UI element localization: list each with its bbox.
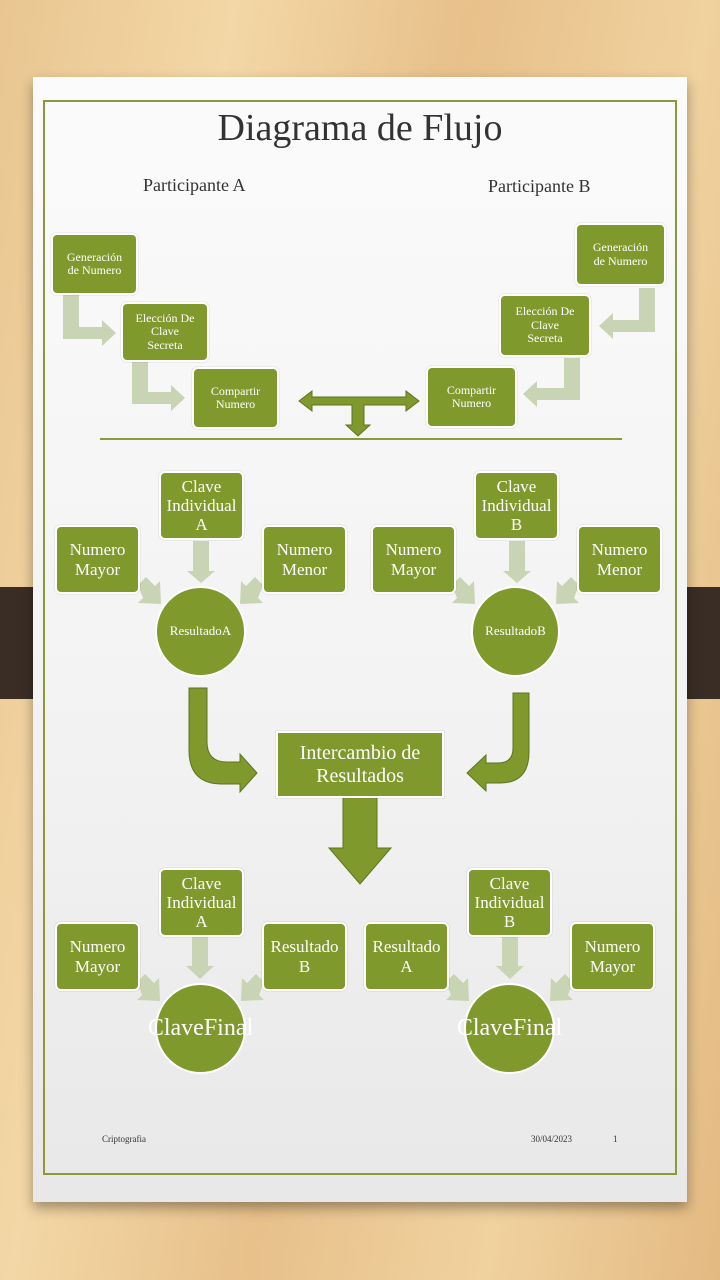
participant-a-label: Participante A	[143, 175, 246, 195]
elbow-arrow-elec-to-comp-a	[132, 362, 185, 411]
page-title: Diagrama de Flujo	[217, 107, 503, 149]
section-divider	[100, 438, 622, 440]
arrow-clave-to-final-b	[496, 936, 524, 979]
down-arrow-exchange	[327, 795, 393, 885]
arrow-resultado-to-final-b	[446, 974, 469, 1001]
footer-title: Criptografia	[102, 1134, 146, 1144]
arrow-clave-to-resultado-b	[503, 541, 531, 583]
arrow-menor-to-resultado-b	[556, 577, 579, 604]
curved-arrow-resultado-a-to-exchange	[188, 687, 258, 794]
double-arrow-share	[298, 389, 420, 437]
footer-date: 30/04/2023	[531, 1134, 573, 1144]
curved-arrow-resultado-b-to-exchange	[466, 692, 530, 793]
page-frame	[43, 100, 677, 1175]
arrow-mayor-to-final-b	[550, 974, 573, 1001]
node-clave-final-b: ClaveFinal	[457, 983, 562, 1074]
elbow-arrow-gen-to-elec-b	[599, 288, 655, 339]
arrow-mayor-to-resultado-b	[452, 577, 475, 604]
arrow-menor-to-resultado-a	[240, 577, 263, 604]
arrow-clave-to-resultado-a	[187, 541, 215, 583]
elbow-arrow-elec-to-comp-b	[523, 358, 580, 407]
arrow-mayor-to-resultado-a	[138, 577, 161, 604]
elbow-arrow-gen-to-elec-a	[63, 295, 116, 346]
arrow-mayor-to-final-a	[137, 974, 160, 1001]
node-clave-final-a: ClaveFinal	[148, 983, 253, 1074]
node-resultado-a: ResultadoA	[155, 586, 246, 677]
node-resultado-b: ResultadoB	[471, 586, 560, 677]
participant-b-label: Participante B	[488, 176, 591, 196]
arrow-resultado-to-final-a	[241, 974, 264, 1001]
footer-page-number: 1	[613, 1134, 618, 1144]
arrow-clave-to-final-a	[186, 936, 214, 979]
